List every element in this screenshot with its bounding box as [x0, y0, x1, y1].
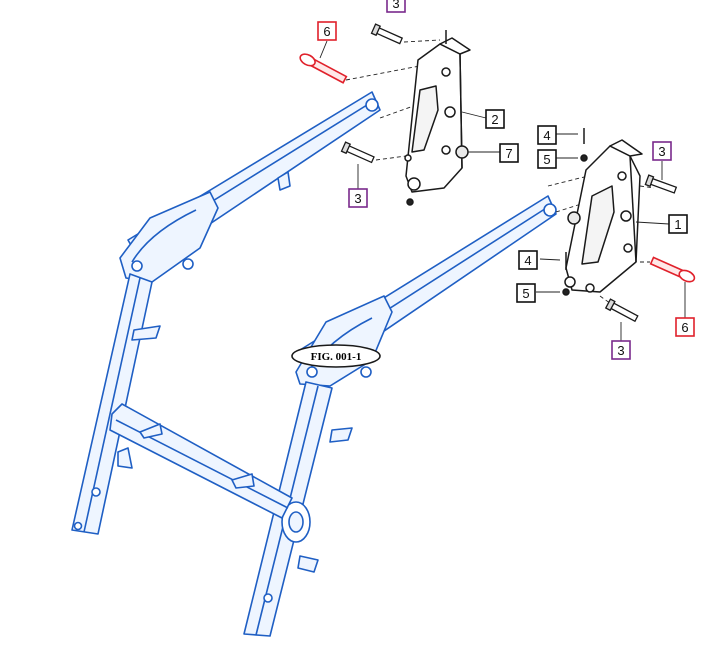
callout-number: 7	[505, 146, 512, 161]
callout-number: 4	[543, 128, 550, 143]
callout-c6-left: 6	[317, 21, 337, 41]
bolt-top	[370, 23, 404, 45]
callout-layer: 3 6 2 7 3 4 5 3 1 4 5 6 3	[317, 0, 695, 360]
callout-c7: 7	[499, 143, 519, 163]
callout-box	[675, 317, 695, 337]
callout-number: 6	[323, 24, 330, 39]
callout-box	[516, 283, 536, 303]
callout-number: 4	[524, 253, 531, 268]
callout-box	[652, 141, 672, 161]
loader-frame	[71, 91, 557, 637]
figure-label: FIG. 001-1	[291, 344, 381, 368]
callout-box	[386, 0, 406, 13]
callout-c6-right: 6	[675, 317, 695, 337]
pin-right	[649, 256, 696, 283]
callout-number: 5	[543, 152, 550, 167]
callout-box	[518, 250, 538, 270]
callout-box	[317, 21, 337, 41]
callout-c3-right: 3	[652, 141, 672, 161]
leader-lines	[345, 39, 655, 307]
callout-box	[348, 188, 368, 208]
bolt-bottom	[604, 298, 639, 323]
callout-c5-top: 5	[537, 149, 557, 169]
callout-number: 6	[681, 320, 688, 335]
callout-number: 2	[491, 112, 498, 127]
callout-number: 3	[658, 144, 665, 159]
mount-bracket-1	[562, 128, 643, 296]
callout-leaders	[319, 40, 686, 341]
bolt-left	[340, 141, 375, 164]
callout-c4-top: 4	[537, 125, 557, 145]
callout-c3-left: 3	[348, 188, 368, 208]
left-upright	[71, 273, 161, 535]
callout-box	[499, 143, 519, 163]
bolts-3	[340, 23, 678, 323]
callout-box	[537, 125, 557, 145]
left-boom-arm	[119, 91, 381, 283]
figure-label-text: FIG. 001-1	[311, 351, 362, 363]
callout-number: 1	[674, 217, 681, 232]
callout-c3-bottom: 3	[611, 340, 631, 360]
callout-number: 5	[522, 286, 529, 301]
right-upright	[243, 381, 353, 637]
bolt-right	[644, 174, 678, 194]
callout-number: 3	[354, 191, 361, 206]
callout-number: 3	[617, 343, 624, 358]
callout-box	[485, 109, 505, 129]
callout-c1: 1	[668, 214, 688, 234]
callout-c2: 2	[485, 109, 505, 129]
callout-number: 3	[392, 0, 399, 11]
callout-box	[668, 214, 688, 234]
callout-box	[537, 149, 557, 169]
cross-tube	[109, 403, 293, 519]
mount-bracket-2	[404, 30, 471, 206]
callout-c3-top: 3	[386, 0, 406, 13]
pins-6	[299, 53, 696, 283]
callout-c5-bottom: 5	[516, 283, 536, 303]
callout-c4-bottom: 4	[518, 250, 538, 270]
washer-7	[455, 145, 469, 159]
pin-left	[299, 53, 348, 84]
callout-box	[611, 340, 631, 360]
